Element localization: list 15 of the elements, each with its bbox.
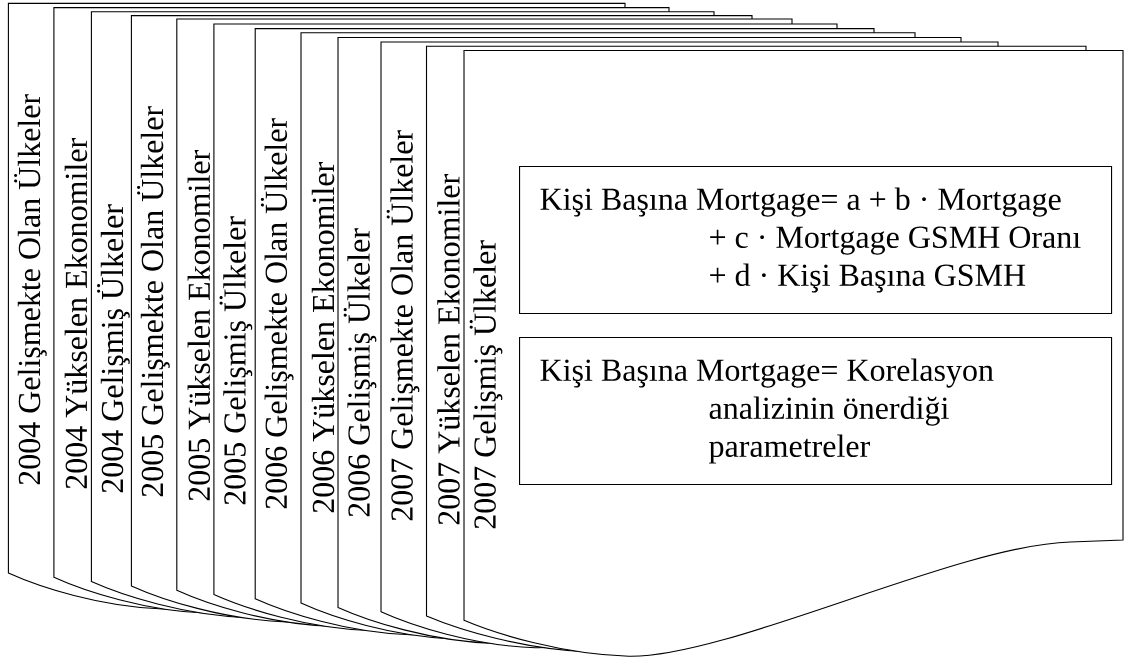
page-label: 2005 Gelişmiş Ülkeler [219, 216, 253, 505]
page-label: 2005 Yükselen Ekonomiler [187, 150, 211, 501]
page-label: 2005 Gelişmekte Olan Ülkeler [137, 106, 170, 497]
page-label: 2006 Yükselen Ekonomiler [311, 162, 335, 513]
page-label: 2004 Gelişmiş Ülkeler [97, 204, 130, 493]
page-label: 2004 Yükselen Ekonomiler [64, 138, 88, 489]
page-label: 2006 Gelişmiş Ülkeler [343, 228, 377, 517]
page-label: 2006 Gelişmekte Olan Ülkeler [260, 118, 294, 509]
formula-box: Kişi Başına Mortgage= Korelasyon analizinin önerdiği parametreler [519, 337, 1113, 486]
page-label: 2004 Gelişmekte Olan Ülkeler [14, 94, 47, 485]
node-label: 2007 Gelişmiş Ülkeler [469, 240, 503, 529]
page-label: 2007 Yükselen Ekonomiler [437, 174, 460, 525]
document-page: 2007 Gelişmiş Ülkeler Kişi Başına Mortgage= a + b · Mortgage + c · Mortgage GSMH Oranı + d · Kişi Başına GSMH Kişi Başına Mortgage= Korelasyon analizinin önerdiği parametreler [463, 49, 1124, 657]
formula-box: Kişi Başına Mortgage= a + b · Mortgage + c · Mortgage GSMH Oranı + d · Kişi Başına GSMH [519, 166, 1113, 315]
page-label: 2007 Gelişmekte Olan Ülkeler [386, 130, 420, 521]
